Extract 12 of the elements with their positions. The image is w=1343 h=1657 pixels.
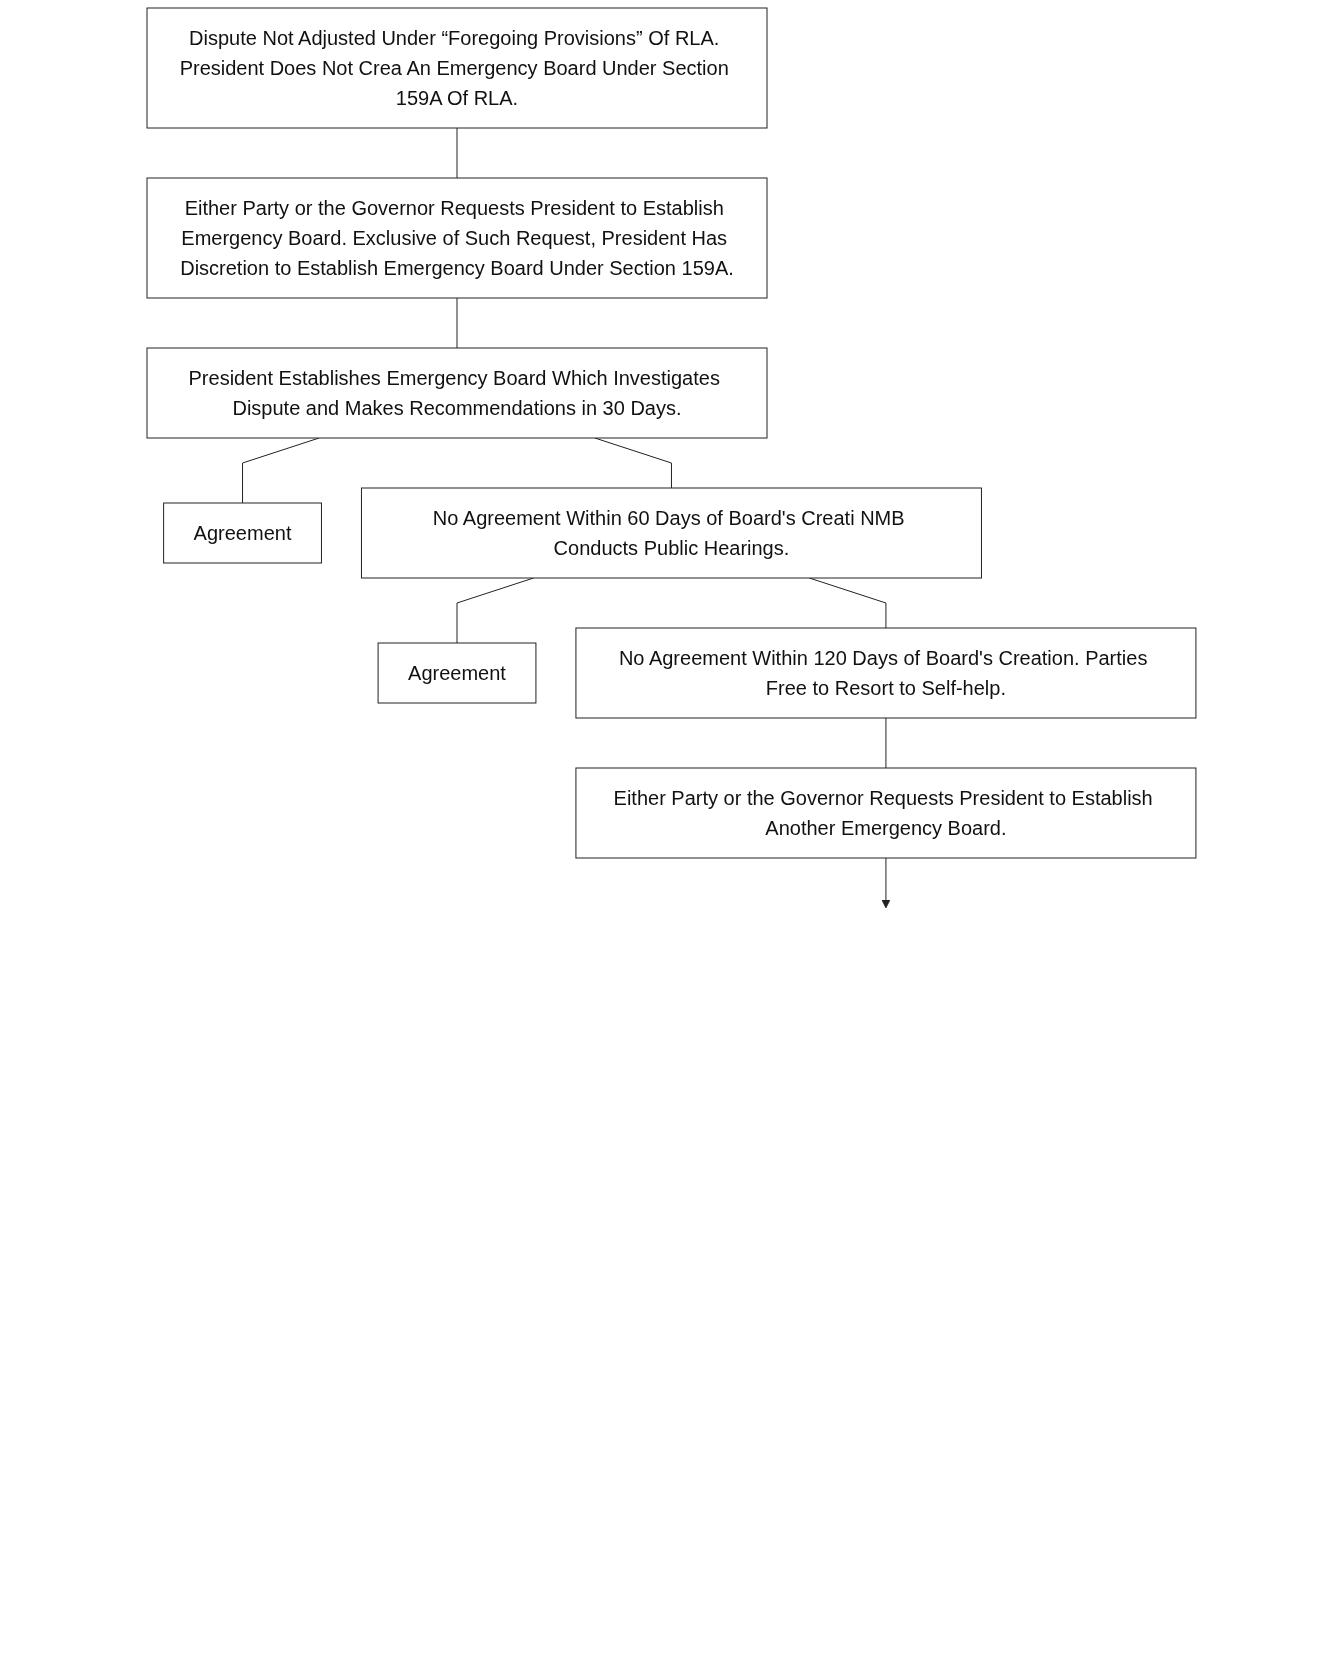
node-box: Agreement [163,502,322,564]
connector [456,297,458,349]
node-box: No Agreement Within 60 Days of Board's Creati NMB Conducts Public Hearings. [361,487,982,579]
node-box: No Agreement Within 120 Days of Board's Creation. Parties Free to Resort to Self-help. [575,627,1197,719]
connector [885,717,887,769]
arrow [881,857,891,909]
node-box: Either Party or the Governor Requests President to Establish Another Emergency Board. [575,767,1197,859]
node-box: President Establishes Emergency Board Which Investigates Dispute and Makes Recommendations in 30 Days. [146,347,768,439]
connector [456,127,458,179]
node-box: Either Party or the Governor Requests President to Establish Emergency Board. Exclusive of Such Request, President Has Discretion to Establish Emergency Board Under Section 159A. [146,177,768,299]
node-box: Agreement [377,642,537,704]
node-box: Dispute Not Adjusted Under “Foregoing Provisions” Of RLA. President Does Not Crea An Emergency Board Under Section 159A Of RLA. [146,7,768,129]
